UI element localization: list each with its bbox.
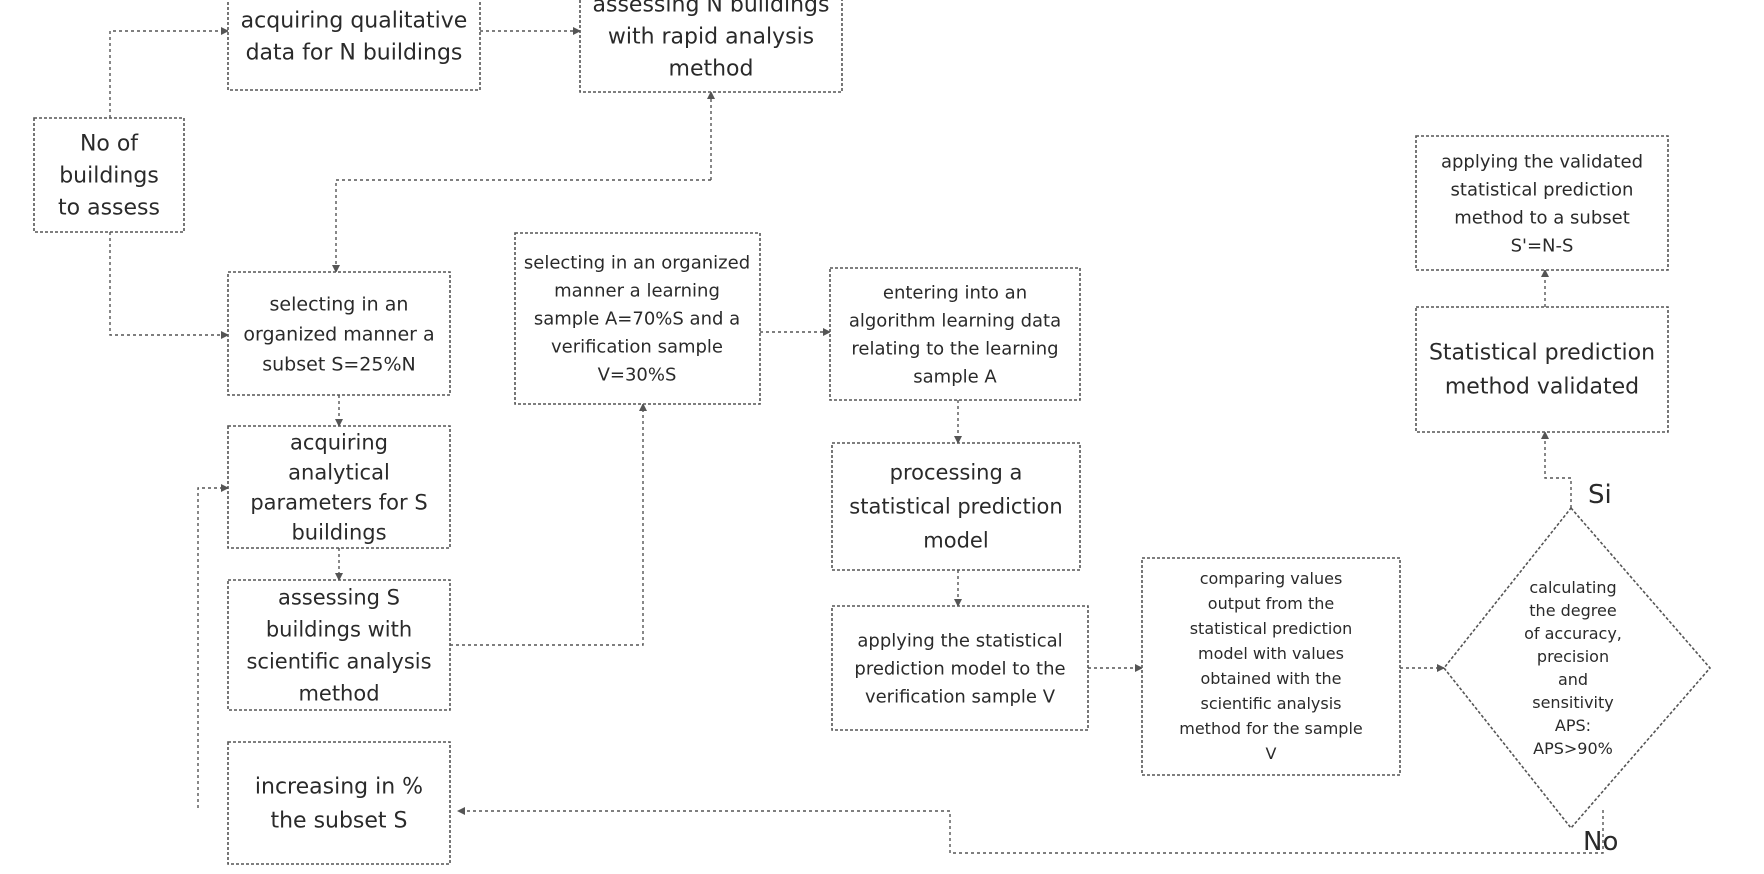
label-line: subset S=25%N <box>262 354 416 376</box>
label-line: acquiring <box>290 430 388 454</box>
label-line: precision <box>1537 647 1609 666</box>
label-line: assessing S <box>278 585 400 609</box>
label-line: applying the validated <box>1441 151 1643 172</box>
label-line: obtained with the <box>1201 669 1342 688</box>
label-line: method validated <box>1445 375 1639 400</box>
edge-increase-loop-to-analytical <box>198 488 228 808</box>
label-line: selecting in an organized <box>524 252 750 273</box>
label-line: method to a subset <box>1454 207 1630 228</box>
edge-aps-to-validated <box>1545 432 1571 508</box>
label-line: prediction model to the <box>854 658 1065 679</box>
diamond-calc-aps <box>1444 508 1710 828</box>
label-line: S'=N-S <box>1511 235 1574 256</box>
label-line: APS>90% <box>1533 739 1613 758</box>
label-line: No of <box>80 132 139 157</box>
label-line: buildings <box>59 164 159 189</box>
label-line: statistical prediction <box>1190 619 1353 638</box>
label-line: relating to the learning <box>851 338 1058 359</box>
label-line: verification sample V <box>865 686 1056 707</box>
edge-scientific-to-samples <box>450 404 643 645</box>
edge-count-to-qualitative <box>110 31 228 118</box>
label-line: sensitivity <box>1532 693 1613 712</box>
label-line: data for N buildings <box>246 41 463 66</box>
edge-count-to-subset <box>110 232 228 335</box>
label-line: analytical <box>288 460 390 484</box>
label-line: model <box>923 528 988 552</box>
label-line: and <box>1558 670 1588 689</box>
label-line: scientific analysis <box>1200 694 1341 713</box>
label-line: model with values <box>1198 644 1344 663</box>
branch-label-no: No <box>1583 827 1618 857</box>
label-line: the subset S <box>270 809 407 834</box>
label-line: sample A=70%S and a <box>534 308 740 329</box>
label-line: method <box>669 57 754 82</box>
label-line: V <box>1266 744 1277 763</box>
label-line: verification sample <box>551 336 723 357</box>
label-line: parameters for S <box>250 490 427 514</box>
box-increase-subset <box>228 742 450 864</box>
label-line: assessing N buildings <box>593 0 830 18</box>
box-method-validated <box>1416 307 1668 432</box>
label-line: entering into an <box>883 282 1027 303</box>
label-line: statistical prediction <box>1451 179 1634 200</box>
label-line: applying the statistical <box>857 630 1062 651</box>
label-line: comparing values <box>1200 569 1343 588</box>
label-line: calculating <box>1529 578 1616 597</box>
label-line: method <box>298 681 379 705</box>
label-line: of accuracy, <box>1524 624 1622 643</box>
label-line: with rapid analysis <box>608 25 814 50</box>
label-line: the degree <box>1529 601 1616 620</box>
label-line: scientific analysis <box>246 649 431 673</box>
shapes <box>34 0 1710 864</box>
branch-label-yes: Si <box>1588 480 1612 510</box>
box-compare-values <box>1142 558 1400 775</box>
label-line: selecting in an <box>270 294 409 316</box>
label-line: V=30%S <box>598 364 677 385</box>
label-line: algorithm learning data <box>849 310 1061 331</box>
label-line: increasing in % <box>255 775 423 800</box>
label-line: output from the <box>1208 594 1334 613</box>
label-select-subset: selecting in an organized manner a subset … <box>243 294 434 376</box>
label-line: Statistical prediction <box>1429 341 1655 366</box>
label-line: acquiring qualitative <box>241 9 468 34</box>
label-line: statistical prediction <box>849 494 1062 518</box>
label-line: APS: <box>1555 716 1591 735</box>
label-line: sample A <box>913 366 997 387</box>
label-line: to assess <box>58 196 160 221</box>
label-line: processing a <box>890 460 1023 484</box>
edge-aps-no-to-increase <box>458 810 1603 853</box>
label-apply-model: applying the statistical prediction model… <box>854 630 1065 707</box>
label-line: buildings <box>291 520 386 544</box>
label-line: buildings with <box>266 617 412 641</box>
label-line: manner a learning <box>554 280 720 301</box>
label-line: method for the sample <box>1179 719 1362 738</box>
label-line: organized manner a <box>243 324 434 346</box>
